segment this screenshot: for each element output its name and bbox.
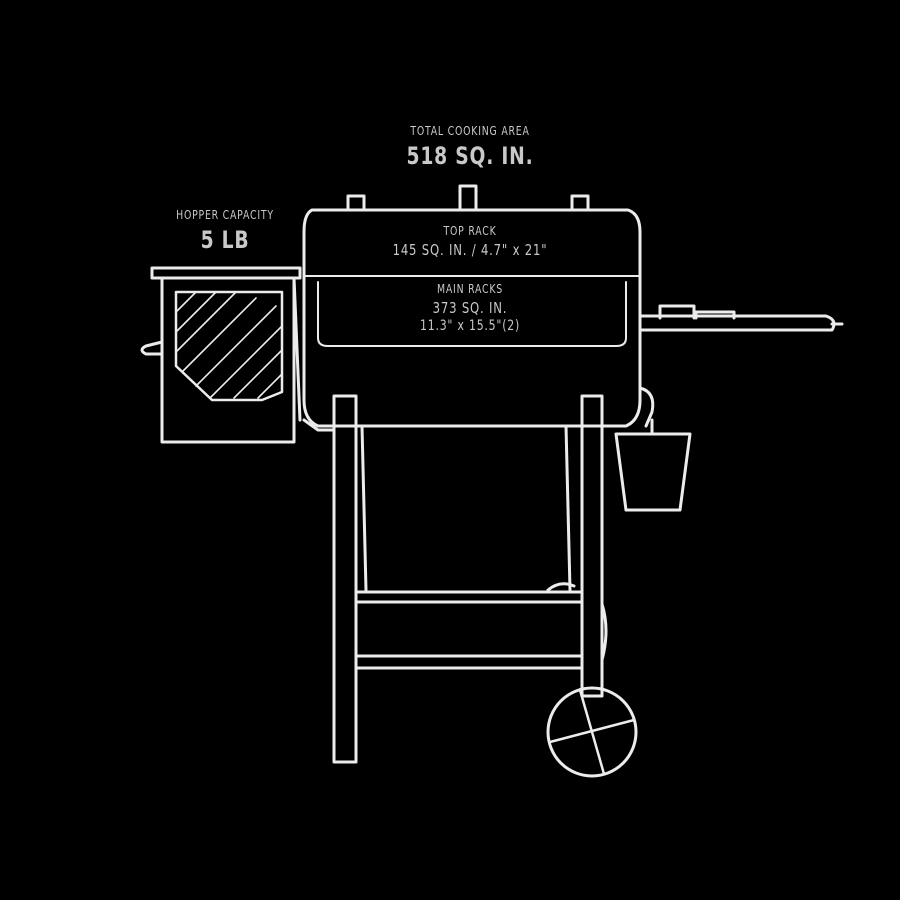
bucket-drawing <box>614 418 692 512</box>
main-racks-label: MAIN RACKS <box>436 282 503 296</box>
top-rack-label: TOP RACK <box>443 224 497 238</box>
top-rack-value: 145 SQ. IN. / 4.7" x 21" <box>392 241 548 259</box>
wheel-drawing <box>546 686 638 778</box>
barrel-drawing <box>302 184 655 432</box>
hopper-capacity-value: 5 LB <box>200 226 250 254</box>
cart-drawing <box>332 394 608 764</box>
hopper-capacity-label: HOPPER CAPACITY <box>176 208 274 222</box>
main-racks-dimensions: 11.3" x 15.5"(2) <box>419 318 521 334</box>
total-cooking-area-label: TOTAL COOKING AREA <box>410 124 530 138</box>
main-racks-value: 373 SQ. IN. <box>432 299 508 317</box>
hopper-drawing <box>140 266 302 444</box>
side-shelf-drawing <box>638 304 844 332</box>
total-cooking-area-value: 518 SQ. IN. <box>406 142 534 170</box>
